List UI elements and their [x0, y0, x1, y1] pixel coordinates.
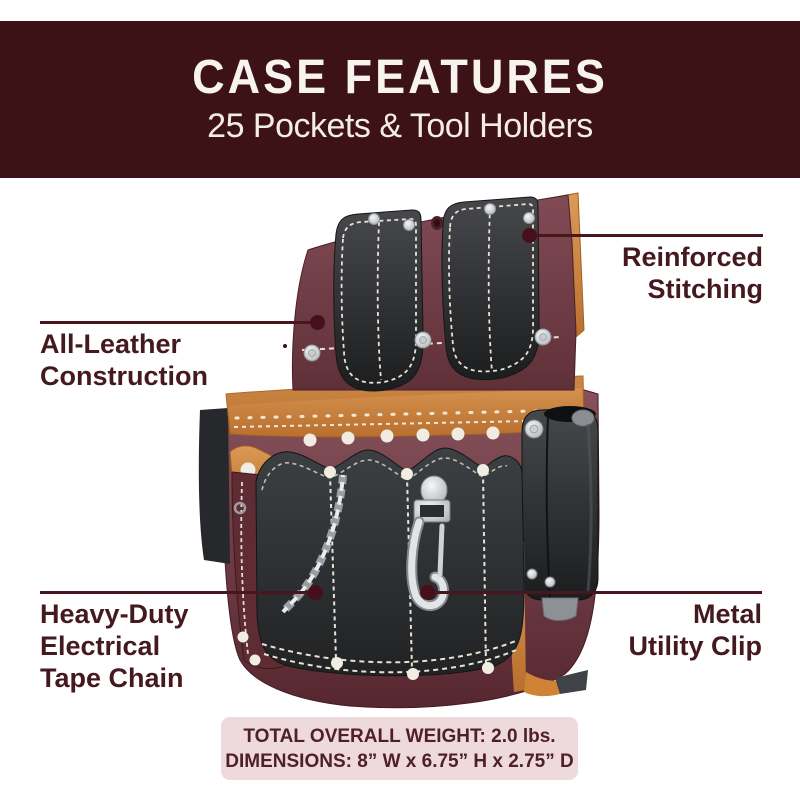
all-leather-dot: [310, 315, 325, 330]
tape-chain: [279, 474, 347, 615]
flap-snaps: [303, 328, 552, 362]
tape-chain-dot: [308, 585, 323, 600]
label-line: All-Leather: [40, 329, 182, 359]
label-line: Tape Chain: [40, 663, 184, 693]
rivet-row: [303, 426, 500, 447]
all-leather-label: All-Leather Construction: [40, 328, 208, 392]
tape-chain-label: Heavy-Duty Electrical Tape Chain: [40, 598, 189, 694]
label-line: Metal: [692, 599, 762, 629]
label-line: Construction: [40, 361, 208, 391]
tool-pouch-image: [198, 192, 600, 709]
front-pockets: [237, 447, 525, 680]
utility-clip-label: Metal Utility Clip: [629, 598, 763, 662]
label-line: Electrical: [40, 631, 161, 661]
all-leather-line: [40, 321, 318, 324]
label-line: Heavy-Duty: [40, 599, 189, 629]
spec-dimensions: DIMENSIONS: 8” W x 6.75” H x 2.75” D: [225, 750, 574, 772]
tool-tube-holder: [521, 406, 599, 621]
reinforced-stitching-line: [531, 234, 763, 237]
utility-clip: [406, 475, 451, 612]
screwdriver-pocket-left: [333, 209, 424, 392]
gray-tool-tip: [541, 597, 579, 621]
utility-clip-line: [427, 591, 762, 594]
header-banner: CASE FEATURES 25 Pockets & Tool Holders: [0, 21, 800, 178]
gray-tool-handle: [571, 409, 595, 427]
screwdriver-pocket-right: [441, 196, 540, 381]
page-title: CASE FEATURES: [192, 48, 608, 104]
label-line: Reinforced: [621, 242, 763, 272]
left-side-flap: [198, 408, 230, 564]
spec-box: TOTAL OVERALL WEIGHT: 2.0 lbs. DIMENSION…: [221, 717, 578, 780]
reinforced-stitching-dot: [522, 228, 537, 243]
page-subtitle: 25 Pockets & Tool Holders: [207, 107, 593, 146]
utility-clip-dot: [420, 585, 435, 600]
reinforced-stitching-label: Reinforced Stitching: [622, 241, 763, 305]
label-line: Stitching: [647, 274, 764, 304]
tape-chain-line: [40, 591, 316, 594]
spec-weight: TOTAL OVERALL WEIGHT: 2.0 lbs.: [243, 725, 556, 747]
d-ring: [233, 501, 247, 515]
label-line: Utility Clip: [628, 631, 763, 661]
